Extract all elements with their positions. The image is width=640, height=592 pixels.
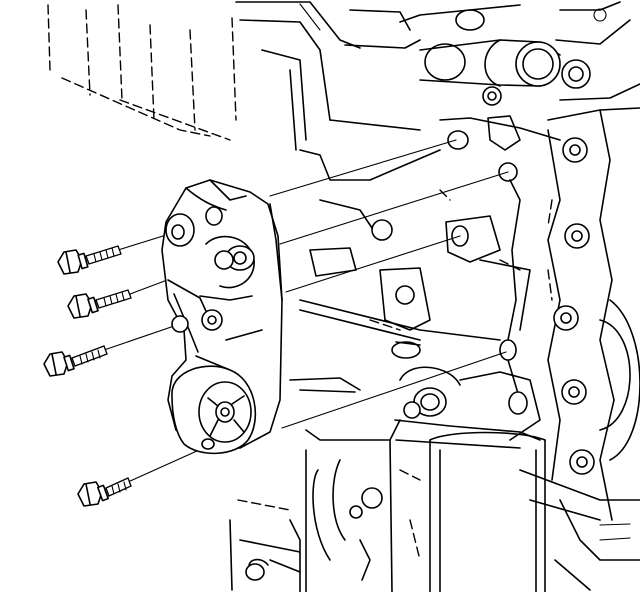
bolt-3[interactable] xyxy=(43,345,108,377)
leader-line-lower-mid xyxy=(285,235,461,293)
block-face xyxy=(289,115,561,401)
leader-line-bolt4 xyxy=(127,445,209,483)
mount-bracket xyxy=(161,179,283,455)
lower-block xyxy=(229,419,640,592)
leader-line-upper-mid xyxy=(279,171,509,245)
oil-filter-adapter xyxy=(394,366,546,592)
leader-line-bolt3 xyxy=(103,323,181,351)
bolt-4[interactable] xyxy=(77,477,132,507)
leader-line-top xyxy=(269,139,457,197)
bolt-1[interactable] xyxy=(57,245,122,275)
timing-cover xyxy=(519,107,640,521)
engine-top-outline xyxy=(47,1,421,151)
coolant-outlet xyxy=(399,1,640,106)
engine-block xyxy=(47,1,640,592)
leader-line-bottom xyxy=(281,351,507,429)
bolt-2[interactable] xyxy=(67,289,132,319)
